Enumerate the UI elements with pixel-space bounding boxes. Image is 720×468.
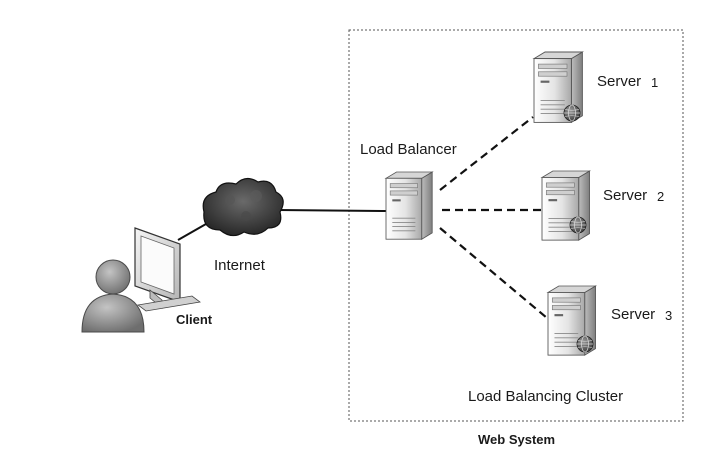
load-balancer-label: Load Balancer	[360, 141, 457, 158]
lb-server1-link	[439, 116, 534, 191]
cluster-label: Load Balancing Cluster	[468, 388, 623, 405]
server-1-label: Server	[597, 73, 641, 90]
globe-icon	[576, 335, 594, 353]
lb-server3-link	[439, 227, 548, 319]
monitor-icon	[134, 227, 201, 312]
server-2-number: 2	[657, 189, 664, 204]
server-3-number: 3	[665, 308, 672, 323]
server-3-label: Server	[611, 306, 655, 323]
client-label: Client	[176, 312, 213, 327]
web-system-label: Web System	[478, 432, 555, 447]
server-2-label: Server	[603, 187, 647, 204]
load-balancer-icon	[385, 171, 433, 240]
globe-icon	[563, 104, 581, 122]
internet-loadbalancer-link	[277, 209, 388, 212]
globe-icon	[569, 216, 587, 234]
person-icon	[81, 259, 145, 333]
cloud-icon	[202, 177, 284, 237]
server-1-number: 1	[651, 75, 658, 90]
connections	[177, 116, 548, 319]
web-system-boundary	[348, 29, 684, 422]
internet-label: Internet	[214, 257, 266, 274]
